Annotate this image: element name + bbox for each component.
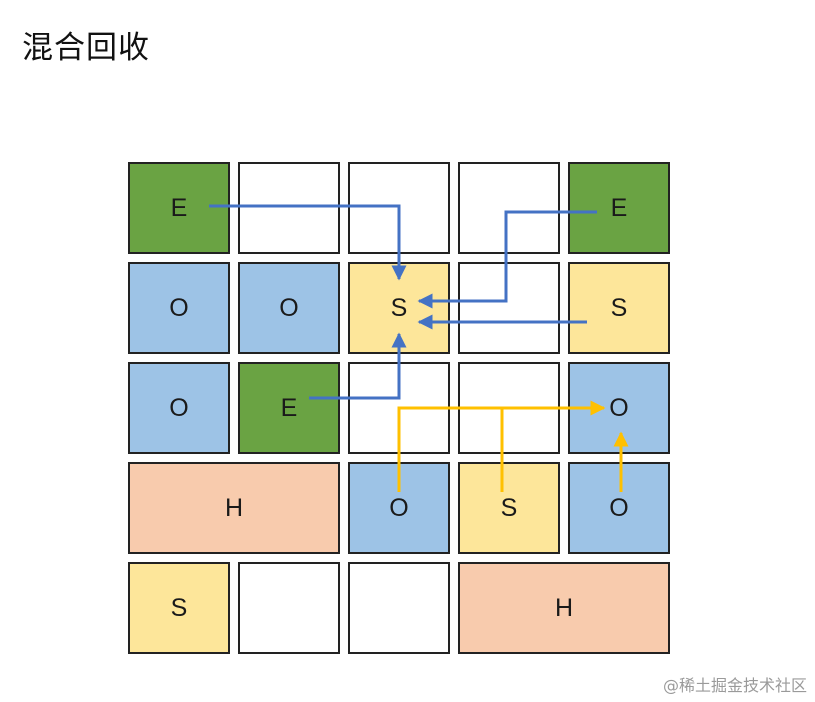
- region-survivor: S: [568, 262, 670, 354]
- region-empty: [238, 162, 340, 254]
- region-empty: [458, 262, 560, 354]
- region-label: E: [610, 193, 628, 222]
- region-empty: [348, 562, 450, 654]
- region-humongous: H: [458, 562, 670, 654]
- region-label: O: [169, 293, 189, 322]
- region-old: O: [128, 362, 230, 454]
- region-label: E: [170, 193, 188, 222]
- region-label: S: [610, 293, 628, 322]
- region-eden: E: [128, 162, 230, 254]
- region-label: O: [169, 393, 189, 422]
- watermark: @稀土掘金技术社区: [662, 676, 807, 695]
- region-label: H: [224, 493, 244, 522]
- region-survivor: S: [458, 462, 560, 554]
- region-label: S: [500, 493, 518, 522]
- region-label: E: [280, 393, 298, 422]
- region-empty: [238, 562, 340, 654]
- region-label: O: [609, 393, 629, 422]
- region-old: O: [128, 262, 230, 354]
- region-label: O: [389, 493, 409, 522]
- page-title: 混合回收: [22, 30, 150, 66]
- arrow-o-to-o: [397, 400, 606, 492]
- region-empty: [458, 162, 560, 254]
- arrow-e-to-s-top-left: [209, 204, 407, 281]
- region-survivor: S: [128, 562, 230, 654]
- region-label: O: [279, 293, 299, 322]
- region-label: H: [554, 593, 574, 622]
- region-eden: E: [238, 362, 340, 454]
- region-eden: E: [568, 162, 670, 254]
- region-label: O: [609, 493, 629, 522]
- region-label: S: [390, 293, 408, 322]
- region-humongous: H: [128, 462, 340, 554]
- region-label: S: [170, 593, 188, 622]
- region-old: O: [568, 462, 670, 554]
- region-old: O: [238, 262, 340, 354]
- arrow-e-to-s-top-right: [417, 210, 597, 309]
- arrow-e-to-s-middle: [309, 332, 407, 400]
